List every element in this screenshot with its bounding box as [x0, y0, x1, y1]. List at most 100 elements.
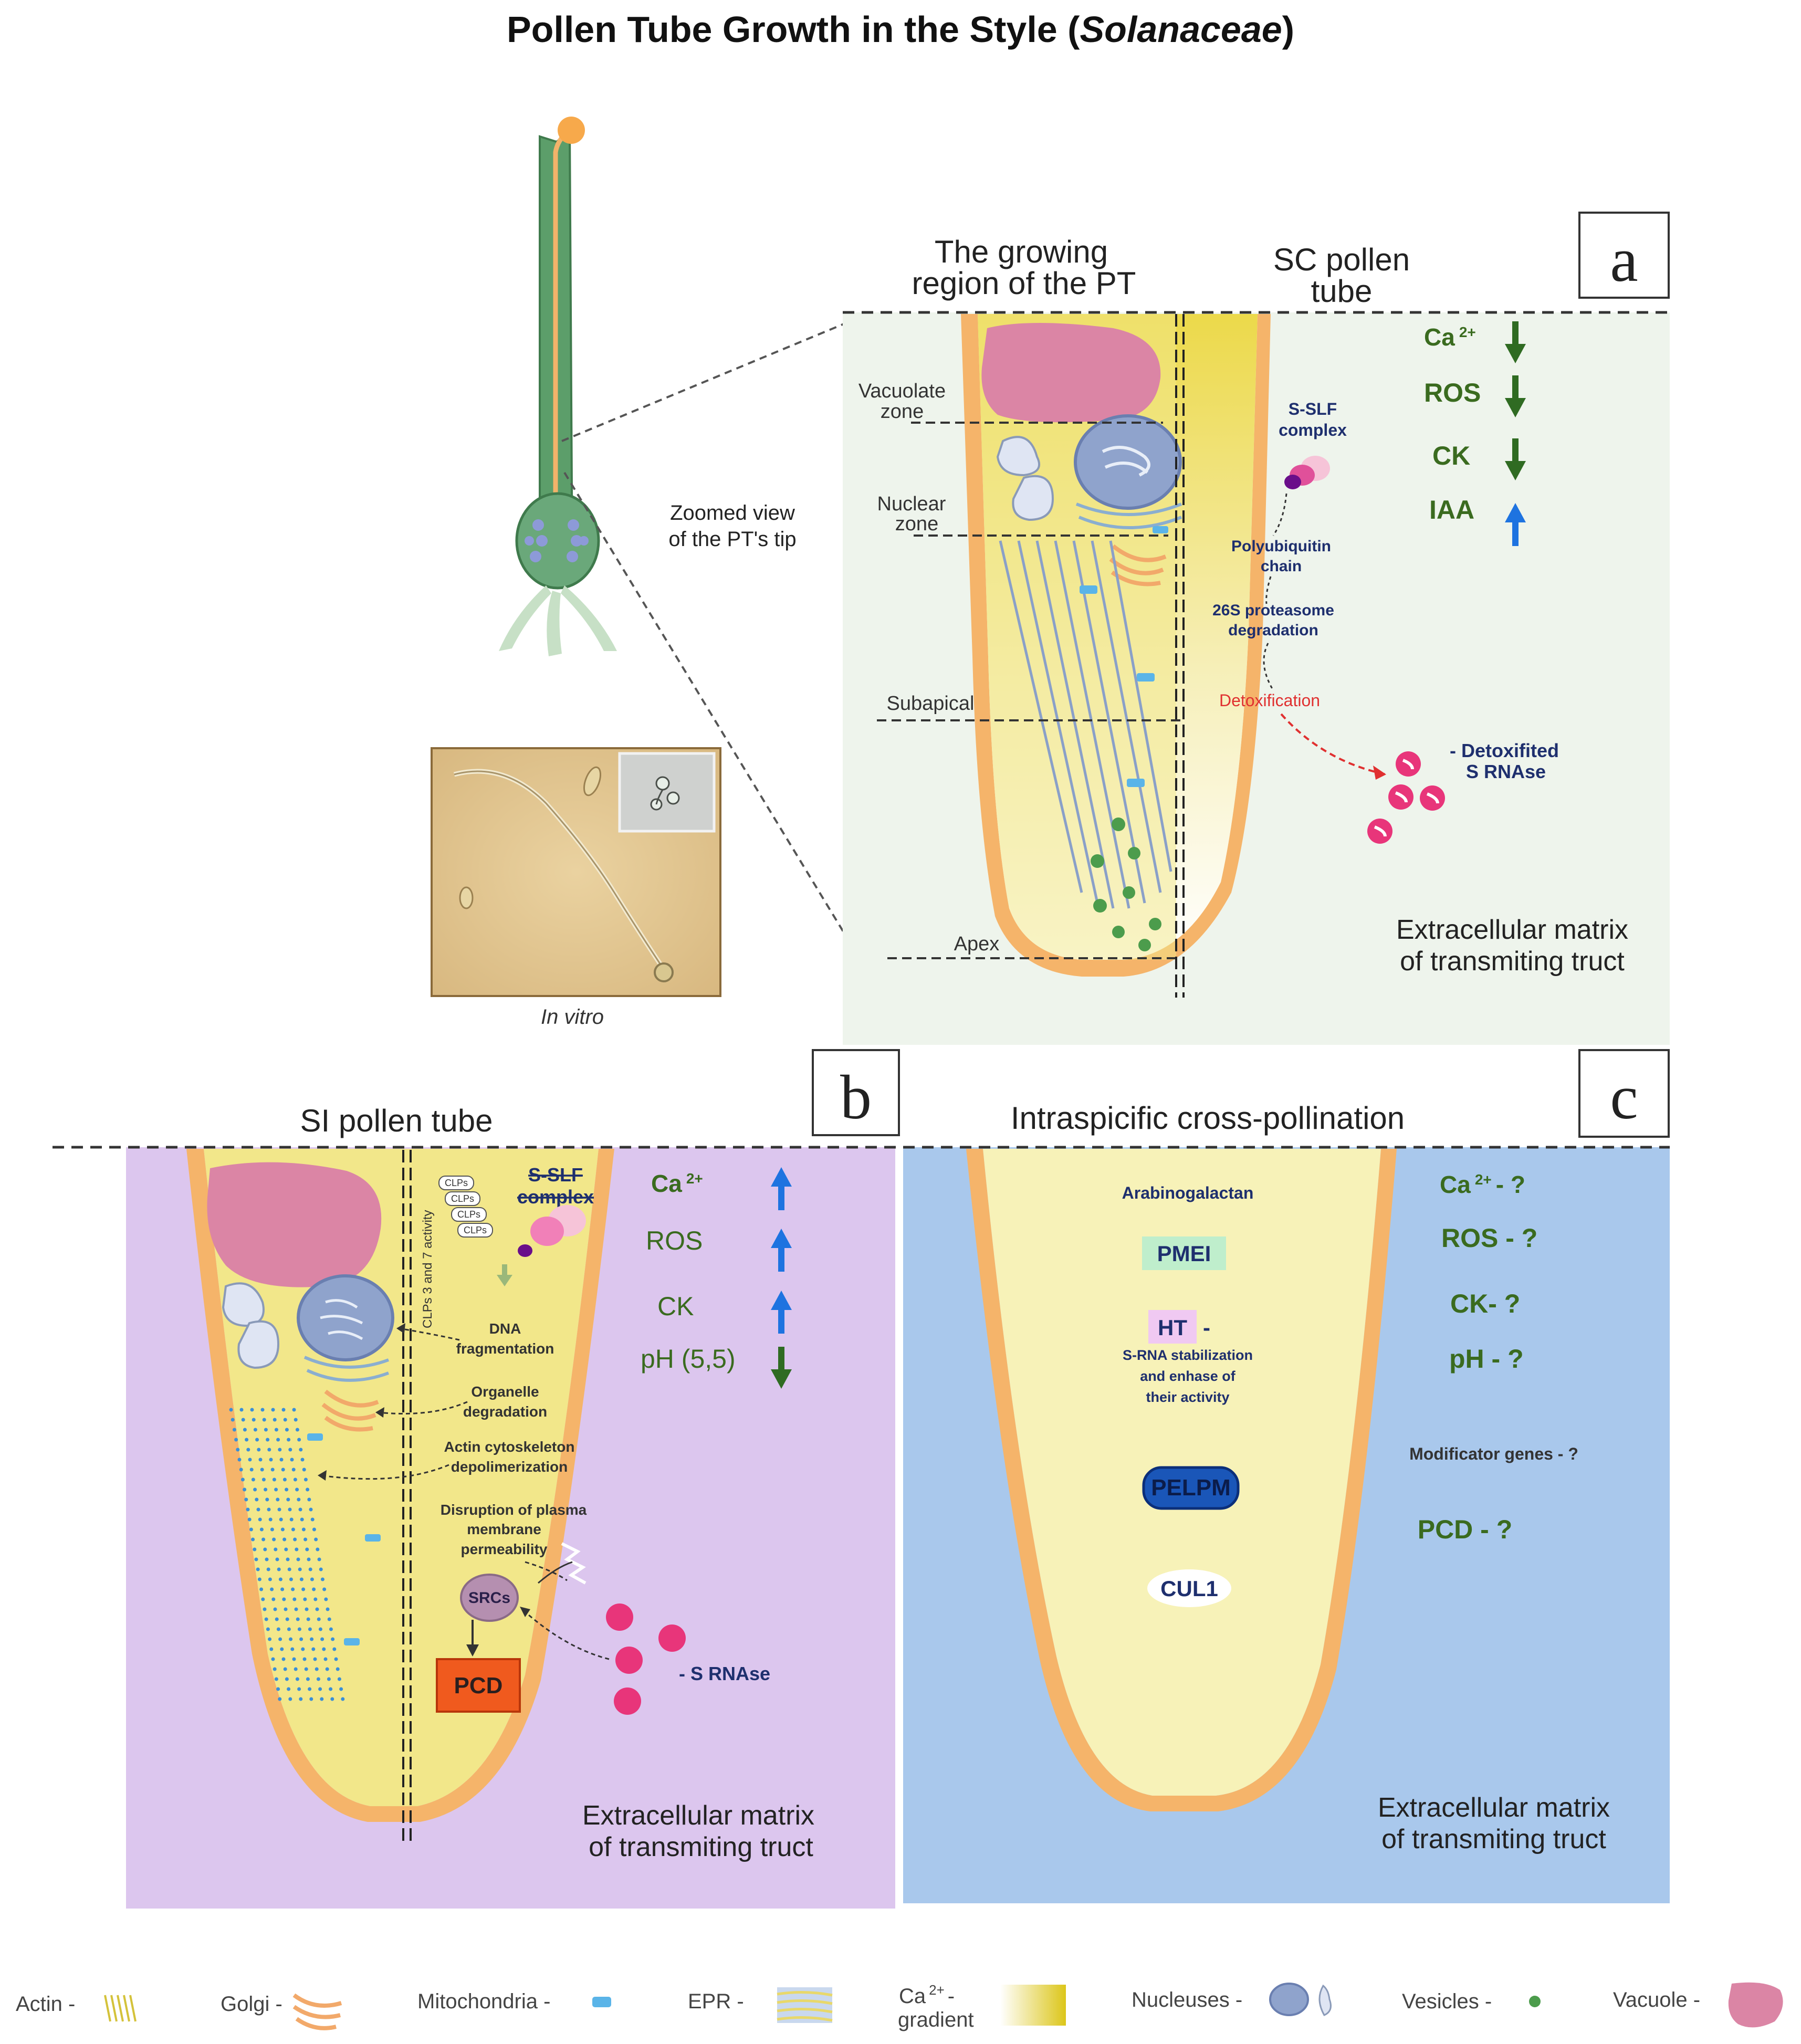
actin-fragment: [305, 1547, 309, 1552]
signal-c-ros: ROS - ?: [1441, 1223, 1537, 1253]
actin-fragment: [267, 1507, 271, 1512]
actin-fragment: [241, 1418, 245, 1422]
actin-fragment: [283, 1418, 287, 1422]
arrow-b-ca-up: [771, 1167, 792, 1210]
actin-fragment: [269, 1647, 274, 1651]
actin-fragment: [280, 1647, 284, 1651]
actin-fragment: [237, 1458, 242, 1462]
legend-nucleus-icon: [1269, 1983, 1309, 2016]
actin-fragment: [300, 1517, 304, 1522]
actin-fragment: [282, 1597, 286, 1601]
actin-fragment: [263, 1547, 267, 1552]
actin-fragment: [320, 1637, 324, 1641]
actin-fragment: [339, 1687, 343, 1691]
pollen-tube-overview: [499, 117, 872, 975]
in-vitro-photo: [431, 747, 721, 997]
signal-c-ck: CK- ?: [1450, 1289, 1520, 1318]
actin-fragment: [243, 1487, 247, 1492]
polyubiquitin-label: Polyubiquitin: [1231, 538, 1331, 555]
actin-fragment: [299, 1697, 303, 1701]
sslf-label-b-1: S-SLF: [528, 1164, 583, 1186]
actin-fragment: [297, 1687, 301, 1691]
actin-fragment: [329, 1627, 333, 1631]
arrow-a-ros-down: [1505, 375, 1526, 417]
actin-fragment: [271, 1408, 275, 1412]
signal-a-ck: CK: [1432, 441, 1470, 470]
panel-b-letter: b: [840, 1062, 872, 1132]
signal-b-ph: pH (5,5): [641, 1344, 736, 1374]
ecm-label-b-2: of transmiting truct: [589, 1832, 813, 1862]
actin-fragment: [273, 1667, 277, 1671]
sslf-label-a: S-SLF: [1289, 400, 1337, 418]
actin-fragment: [279, 1517, 283, 1522]
actin-fragment: [292, 1408, 296, 1412]
actin-fragment: [287, 1567, 291, 1571]
actin-fragment: [278, 1577, 282, 1581]
actin-fragment: [310, 1517, 315, 1522]
arrow-b-ph-down: [771, 1347, 792, 1389]
actin-fragment: [278, 1637, 282, 1641]
detoxification-label: Detoxification: [1219, 691, 1320, 710]
ecm-label-c-2: of transmiting truct: [1381, 1824, 1606, 1854]
actin-fragment: [312, 1587, 316, 1591]
actin-fragment: [326, 1607, 330, 1611]
actin-fragment: [289, 1517, 294, 1522]
actin-fragment: [257, 1448, 261, 1452]
actin-fragment: [341, 1697, 345, 1701]
pmei-box: [1142, 1236, 1226, 1270]
cul1-oval: [1147, 1569, 1231, 1607]
signal-a-ros: ROS: [1424, 378, 1481, 407]
actin-fragment: [250, 1408, 254, 1412]
legend-mitochondria-icon: [592, 1997, 611, 2007]
actin-fragment: [289, 1637, 293, 1641]
legend-vacuole-label: Vacuole -: [1613, 1988, 1700, 2011]
actin-fragment: [308, 1567, 312, 1571]
actin-fragment: [274, 1677, 278, 1681]
actin-fragment: [294, 1667, 298, 1671]
panel-a-left-header-1: The growing: [935, 234, 1108, 269]
actin-fragment: [304, 1667, 308, 1671]
actin-fragment: [307, 1497, 311, 1502]
legend-vesicle-icon: [1529, 1996, 1541, 2007]
actin-fragment: [315, 1607, 319, 1611]
actin-fragment: [287, 1687, 291, 1691]
legend-golgi-icon: [292, 1993, 342, 2030]
pelpm-label: PELPM: [1151, 1475, 1231, 1501]
cul1-label: CUL1: [1160, 1576, 1218, 1601]
clp-label-2: CLPs: [451, 1193, 474, 1204]
actin-fragment: [295, 1428, 299, 1432]
actin-fragment: [256, 1507, 260, 1512]
actin-fragment: [295, 1547, 299, 1552]
vacuole-a: [981, 323, 1161, 423]
actin-fragment: [232, 1428, 236, 1432]
srnase-label-b: - S RNAse: [679, 1663, 770, 1684]
actin-fragment: [301, 1527, 306, 1532]
ht-box: [1148, 1310, 1197, 1344]
ecm-label-b-1: Extracellular matrix: [582, 1800, 814, 1831]
ht-desc-3: their activity: [1146, 1389, 1229, 1405]
actin-fragment: [276, 1627, 280, 1631]
panel-a: a The growing region of the PT SC pollen…: [843, 212, 1670, 1045]
actin-fragment: [261, 1477, 266, 1482]
actin-fragment: [261, 1597, 265, 1601]
actin-fragment: [293, 1537, 297, 1542]
actin-fragment: [277, 1567, 281, 1571]
effect-organelle-1: Organelle: [471, 1383, 539, 1400]
actin-fragment: [319, 1567, 323, 1571]
actin-fragment: [276, 1438, 280, 1442]
actin-fragment: [285, 1428, 289, 1432]
actin-fragment: [313, 1597, 318, 1601]
actin-fragment: [269, 1458, 273, 1462]
actin-fragment: [322, 1647, 326, 1651]
panel-a-right-header-1: SC pollen: [1273, 242, 1410, 277]
actin-fragment: [260, 1408, 265, 1412]
pelpm-pill: [1142, 1466, 1240, 1510]
actin-fragment: [276, 1497, 280, 1502]
ht-desc-1: S-RNA stabilization: [1123, 1347, 1253, 1363]
actin-fragment: [297, 1497, 301, 1502]
actin-fragment: [276, 1687, 280, 1691]
actin-fragment: [289, 1577, 293, 1581]
